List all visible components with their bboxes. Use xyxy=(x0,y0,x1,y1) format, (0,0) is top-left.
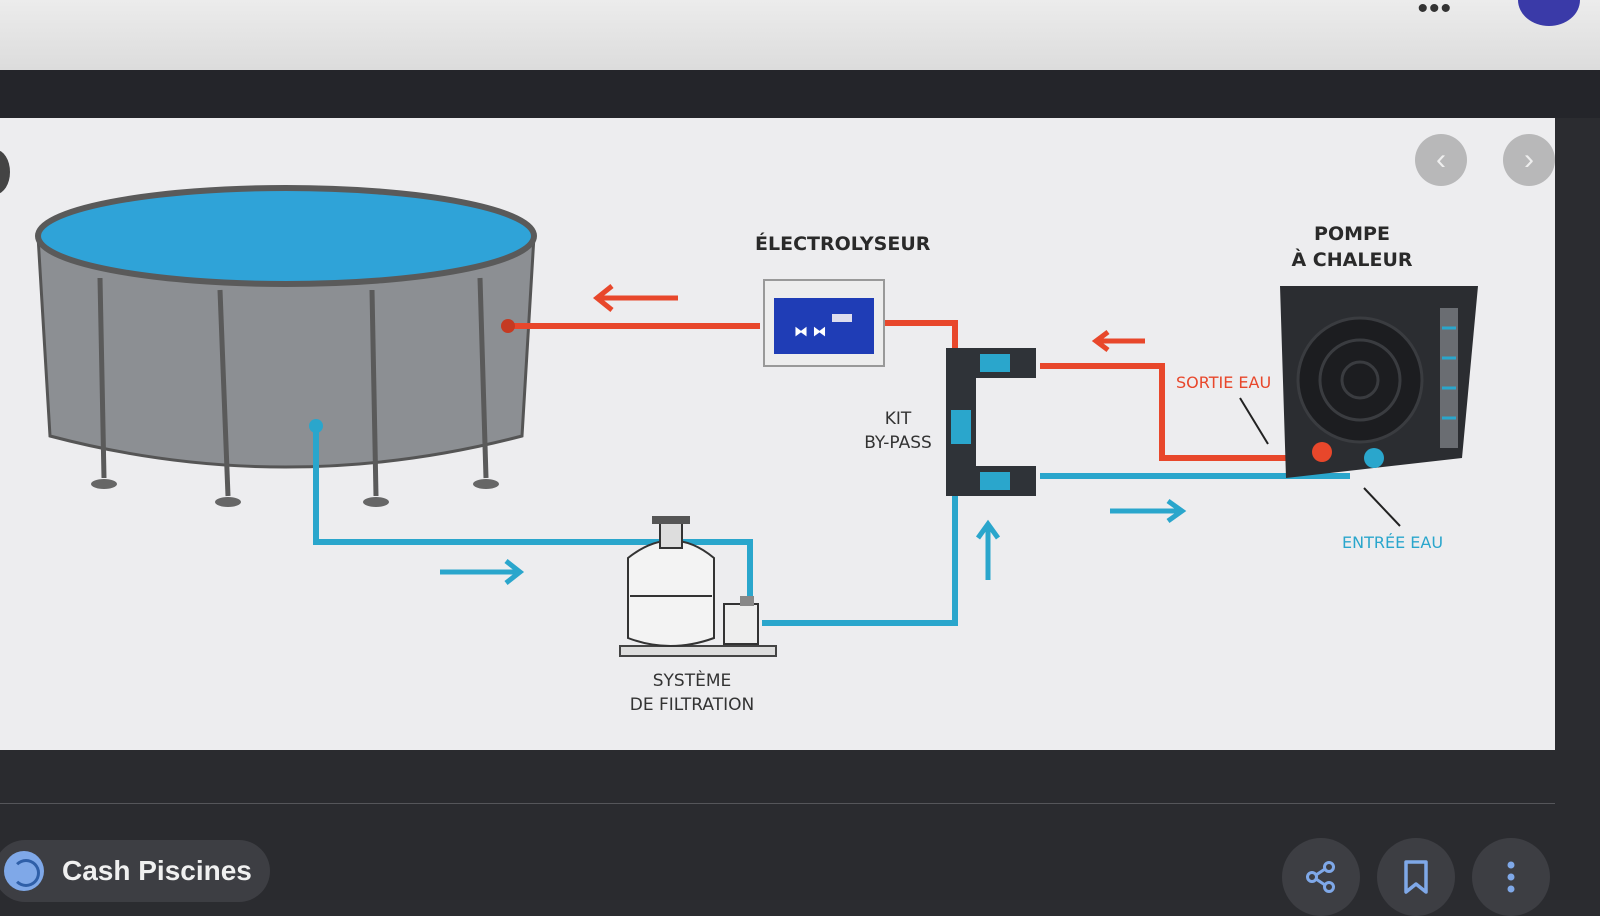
image-viewer: ⧓ ⧓ xyxy=(0,118,1555,750)
label-entree-eau: ENTRÉE EAU xyxy=(1342,533,1443,552)
hot-return-pipe xyxy=(501,284,1290,461)
share-icon xyxy=(1306,861,1335,893)
label-pompe-line1: POMPE xyxy=(1314,223,1390,245)
bookmark-button[interactable] xyxy=(1377,838,1455,916)
flow-arrow-cold-right xyxy=(440,559,525,585)
top-bar: ••• xyxy=(0,0,1600,70)
flow-arrow-cold-hp xyxy=(1110,498,1187,524)
label-kit-line1: KIT xyxy=(885,409,912,429)
chevron-right-icon[interactable]: › xyxy=(1503,134,1555,186)
label-filtration-line2: DE FILTRATION xyxy=(630,695,754,715)
label-electrolyseur: ÉLECTROLYSEUR xyxy=(755,232,931,255)
cold-supply-pipe xyxy=(309,419,1350,626)
label-kit-line2: BY-PASS xyxy=(864,433,932,453)
pool-heat-pump-diagram: ⧓ ⧓ xyxy=(35,185,1478,715)
bottom-bar: Cash Piscines xyxy=(0,750,1600,916)
source-chip[interactable]: Cash Piscines xyxy=(0,840,270,902)
divider xyxy=(0,803,1555,804)
entree-pointer xyxy=(1363,487,1401,527)
avatar[interactable] xyxy=(1518,0,1580,26)
label-sortie-eau: SORTIE EAU xyxy=(1176,373,1271,392)
svg-text:⧓ ⧓: ⧓ ⧓ xyxy=(794,324,826,340)
sortie-pointer xyxy=(1239,397,1269,445)
label-pompe-line2: À CHALEUR xyxy=(1291,248,1412,271)
bypass-kit xyxy=(946,348,1036,496)
more-vertical-button[interactable] xyxy=(1472,838,1550,916)
more-vertical-icon xyxy=(1507,861,1515,893)
chevron-left-icon[interactable]: ‹ xyxy=(1415,134,1467,186)
more-horizontal-icon[interactable]: ••• xyxy=(1417,0,1452,25)
flow-arrow-hot-left xyxy=(592,284,678,312)
left-edge-handle[interactable] xyxy=(0,150,10,194)
filtration-system xyxy=(619,516,777,657)
bookmark-icon xyxy=(1404,860,1428,894)
source-name: Cash Piscines xyxy=(62,855,252,886)
pool xyxy=(35,185,537,507)
heat-pump-unit xyxy=(1280,286,1478,478)
globe-icon xyxy=(4,851,44,891)
flow-arrow-cold-up xyxy=(975,519,1001,580)
label-filtration-line1: SYSTÈME xyxy=(653,669,732,691)
header-band xyxy=(0,70,1600,118)
share-button[interactable] xyxy=(1282,838,1360,916)
electrolyseur-unit: ⧓ ⧓ xyxy=(763,279,885,367)
flow-arrow-hot-kit xyxy=(1091,330,1145,352)
